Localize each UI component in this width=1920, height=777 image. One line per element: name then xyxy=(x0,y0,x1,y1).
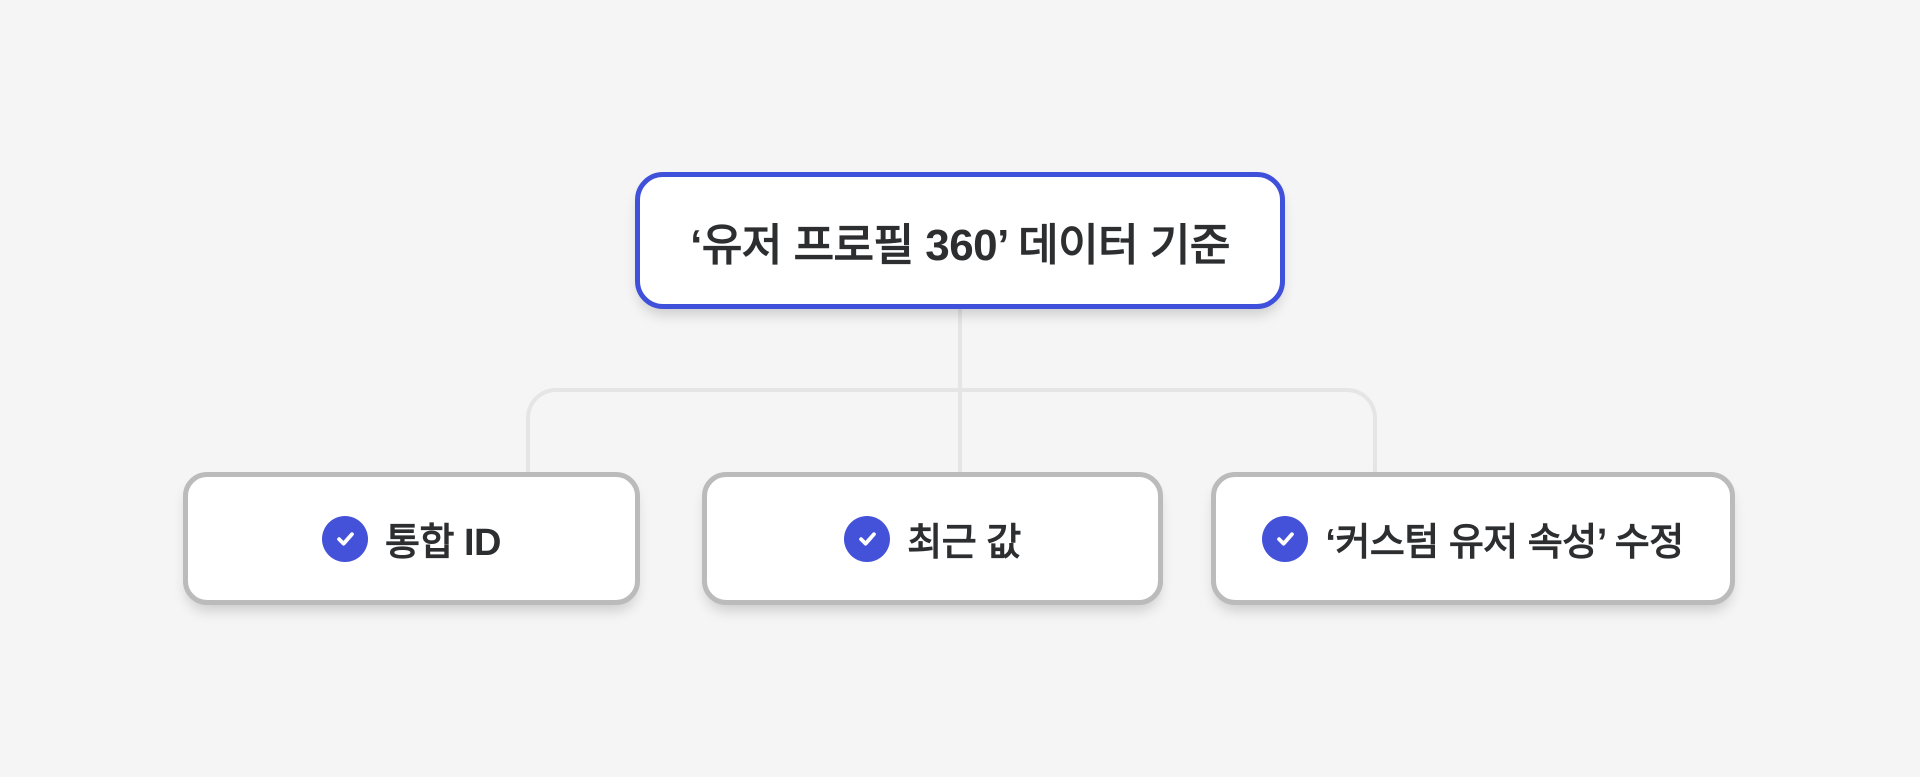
root-node-label: ‘유저 프로필 360’ 데이터 기준 xyxy=(690,220,1230,270)
root-node: ‘유저 프로필 360’ 데이터 기준 xyxy=(635,172,1285,309)
check-circle-icon xyxy=(844,515,891,562)
child-node-custom-attribute-edit: ‘커스텀 유저 속성’ 수정 xyxy=(1211,472,1735,605)
child-node-unified-id: 통합 ID xyxy=(183,472,640,605)
child-node-label: 통합 ID xyxy=(385,522,501,564)
child-node-latest-value: 최근 값 xyxy=(702,472,1163,605)
child-node-label: ‘커스텀 유저 속성’ 수정 xyxy=(1325,522,1684,564)
child-node-label: 최근 값 xyxy=(907,522,1021,564)
check-circle-icon xyxy=(322,515,368,562)
check-circle-icon xyxy=(1262,515,1309,562)
connector-bracket xyxy=(526,388,1377,473)
